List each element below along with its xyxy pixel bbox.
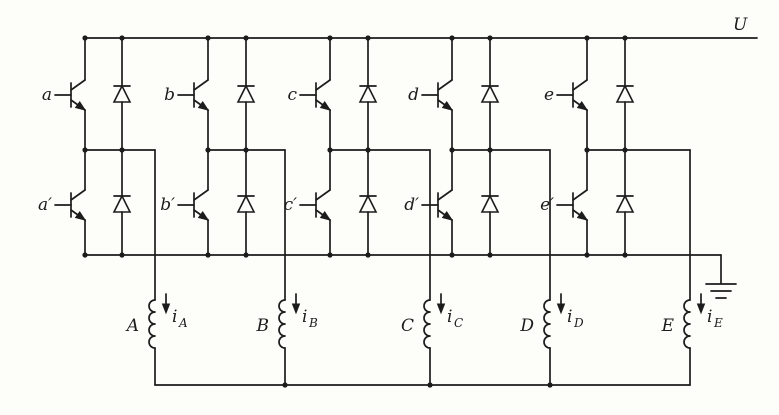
junction-dot: [119, 252, 125, 258]
transistor-c-upper-emitter-arrow-icon: [319, 101, 332, 111]
freewheel-diode-b-lower-triangle: [236, 194, 256, 213]
transistor-b-lower-collector: [193, 189, 209, 201]
junction-dot: [82, 252, 88, 258]
transistor-b-upper-label: b: [164, 85, 175, 105]
transistor-a-upper-emitter-arrow-icon: [74, 101, 87, 111]
current-A-subscript-label: A: [178, 316, 188, 330]
junction-dot: [487, 147, 493, 153]
transistor-d-upper-label: d: [408, 85, 419, 105]
transistor-e-lower-label: e′: [540, 195, 554, 215]
current-A-arrowhead-icon: [161, 303, 171, 315]
current-E-arrowhead-icon: [696, 303, 706, 315]
transistor-e-lower-collector: [572, 189, 588, 201]
winding-A-coil-icon: [148, 299, 156, 349]
junction-dot: [487, 35, 493, 41]
junction-dot: [487, 252, 493, 258]
transistor-a-upper-collector: [70, 79, 86, 91]
winding-C-coil-icon: [423, 299, 431, 349]
transistor-a-lower-emitter-arrow-icon: [74, 211, 87, 221]
current-B-arrowhead-icon: [291, 303, 301, 315]
junction-dot: [205, 252, 211, 258]
supply-voltage-label: U: [733, 15, 748, 35]
junction-dot: [82, 147, 88, 153]
winding-E-label: E: [661, 316, 675, 336]
junction-dot: [365, 35, 371, 41]
transistor-b-lower-emitter-arrow-icon: [197, 211, 210, 221]
transistor-c-upper-collector: [315, 79, 331, 91]
transistor-e-upper-label: e: [544, 85, 554, 105]
freewheel-diode-e-upper-triangle: [615, 84, 635, 103]
transistor-c-lower-collector: [315, 189, 331, 201]
junction-dot: [205, 35, 211, 41]
junction-dot: [243, 35, 249, 41]
junction-dot: [584, 147, 590, 153]
transistor-e-upper-emitter-arrow-icon: [576, 101, 589, 111]
freewheel-diode-c-lower-triangle: [358, 194, 378, 213]
transistor-b-upper-emitter-arrow-icon: [197, 101, 210, 111]
junction-dot: [119, 35, 125, 41]
transistor-e-upper-collector: [572, 79, 588, 91]
freewheel-diode-b-upper-triangle: [236, 84, 256, 103]
transistor-d-upper-emitter-arrow-icon: [441, 101, 454, 111]
transistor-d-lower-emitter-arrow-icon: [441, 211, 454, 221]
junction-dot: [449, 35, 455, 41]
freewheel-diode-d-lower-triangle: [480, 194, 500, 213]
transistor-d-upper-collector: [437, 79, 453, 91]
transistor-d-lower-label: d′: [404, 195, 419, 215]
junction-dot: [584, 252, 590, 258]
junction-dot: [82, 35, 88, 41]
freewheel-diode-d-upper-triangle: [480, 84, 500, 103]
junction-dot: [327, 35, 333, 41]
transistor-a-lower-label: a′: [38, 195, 52, 215]
freewheel-diode-e-lower-triangle: [615, 194, 635, 213]
freewheel-diode-a-upper-triangle: [112, 84, 132, 103]
transistor-b-lower-label: b′: [160, 195, 175, 215]
transistor-c-upper-label: c: [287, 85, 297, 105]
transistor-c-lower-emitter-arrow-icon: [319, 211, 332, 221]
junction-dot: [119, 147, 125, 153]
junction-dot: [449, 147, 455, 153]
winding-D-coil-icon: [543, 299, 551, 349]
current-D-label: i: [567, 307, 572, 327]
freewheel-diode-a-lower-triangle: [112, 194, 132, 213]
junction-dot: [243, 252, 249, 258]
winding-E-coil-icon: [683, 299, 691, 349]
transistor-d-lower-collector: [437, 189, 453, 201]
current-B-subscript-label: B: [308, 316, 318, 330]
junction-dot: [327, 147, 333, 153]
junction-dot: [622, 252, 628, 258]
current-E-label: i: [707, 307, 712, 327]
current-D-subscript-label: D: [573, 316, 584, 330]
junction-dot: [622, 147, 628, 153]
current-D-arrowhead-icon: [556, 303, 566, 315]
winding-D-label: D: [519, 316, 534, 336]
junction-dot: [205, 147, 211, 153]
junction-dot: [365, 252, 371, 258]
freewheel-diode-c-upper-triangle: [358, 84, 378, 103]
junction-dot: [584, 35, 590, 41]
winding-C-label: C: [401, 316, 414, 336]
junction-dot: [622, 35, 628, 41]
winding-A-label: A: [125, 316, 139, 336]
junction-dot: [449, 252, 455, 258]
winding-B-label: B: [256, 316, 270, 336]
current-C-arrowhead-icon: [436, 303, 446, 315]
current-E-subscript-label: E: [713, 316, 723, 330]
junction-dot: [365, 147, 371, 153]
junction-dot: [243, 147, 249, 153]
transistor-c-lower-label: c′: [284, 195, 298, 215]
current-A-label: i: [172, 307, 177, 327]
transistor-a-upper-label: a: [42, 85, 52, 105]
transistor-a-lower-collector: [70, 189, 86, 201]
current-B-label: i: [302, 307, 307, 327]
winding-B-coil-icon: [278, 299, 286, 349]
current-C-label: i: [447, 307, 452, 327]
transistor-b-upper-collector: [193, 79, 209, 91]
transistor-e-lower-emitter-arrow-icon: [576, 211, 589, 221]
current-C-subscript-label: C: [454, 316, 463, 330]
junction-dot: [327, 252, 333, 258]
